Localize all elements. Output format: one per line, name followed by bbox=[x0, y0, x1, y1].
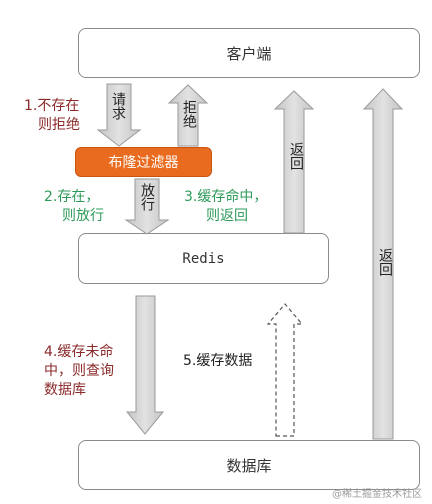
note-not-exist-line1: 1.不存在 bbox=[24, 98, 80, 114]
note-cache-data-text: 5.缓存数据 bbox=[183, 353, 253, 369]
note-cache-hit: 3.缓存命中， 则返回 bbox=[184, 188, 267, 226]
database-label: 数据库 bbox=[226, 456, 272, 475]
bloom-filter-label: 布隆过滤器 bbox=[108, 155, 179, 171]
reject-arrow bbox=[167, 84, 209, 147]
return-cache-label: 返回 bbox=[287, 142, 304, 170]
note-cache-miss-line3: 数据库 bbox=[44, 382, 86, 398]
note-not-exist: 1.不存在 则拒绝 bbox=[24, 97, 80, 135]
note-cache-miss-line1: 4.缓存未命 bbox=[44, 344, 114, 360]
database-box: 数据库 bbox=[78, 440, 420, 490]
query-db-arrow bbox=[125, 295, 165, 435]
bloom-filter-box: 布隆过滤器 bbox=[75, 147, 212, 177]
note-cache-miss: 4.缓存未命 中，则查询 数据库 bbox=[44, 343, 114, 400]
pass-arrow bbox=[124, 178, 170, 235]
note-cache-hit-line1: 3.缓存命中， bbox=[184, 189, 268, 205]
note-cache-miss-line2: 中，则查询 bbox=[44, 363, 114, 379]
cache-data-arrow bbox=[266, 303, 304, 437]
reject-label: 拒绝 bbox=[180, 100, 197, 128]
client-box: 客户端 bbox=[78, 28, 420, 78]
return-db-arrow bbox=[362, 88, 404, 440]
note-cache-hit-line2: 则返回 bbox=[206, 208, 248, 224]
return-cache-label-text: 返回 bbox=[288, 142, 304, 170]
pass-label-text: 放行 bbox=[139, 183, 155, 211]
pass-label: 放行 bbox=[138, 183, 155, 211]
request-label: 请求 bbox=[109, 92, 126, 120]
request-label-text: 请求 bbox=[110, 92, 126, 120]
note-exist-line2: 则放行 bbox=[62, 208, 104, 224]
redis-label: Redis bbox=[182, 250, 225, 267]
return-db-label: 返回 bbox=[376, 248, 393, 276]
note-not-exist-line2: 则拒绝 bbox=[38, 117, 80, 133]
request-arrow bbox=[96, 83, 142, 147]
note-exist: 2.存在， 则放行 bbox=[44, 188, 104, 226]
note-exist-line1: 2.存在， bbox=[44, 189, 100, 205]
reject-label-text: 拒绝 bbox=[181, 100, 197, 128]
client-label: 客户端 bbox=[226, 44, 272, 63]
return-db-label-text: 返回 bbox=[377, 248, 393, 276]
watermark: @稀土掘金技术社区 bbox=[332, 489, 422, 500]
redis-box: Redis bbox=[78, 233, 329, 284]
return-cache-arrow bbox=[273, 90, 315, 234]
note-cache-data: 5.缓存数据 bbox=[183, 352, 252, 371]
